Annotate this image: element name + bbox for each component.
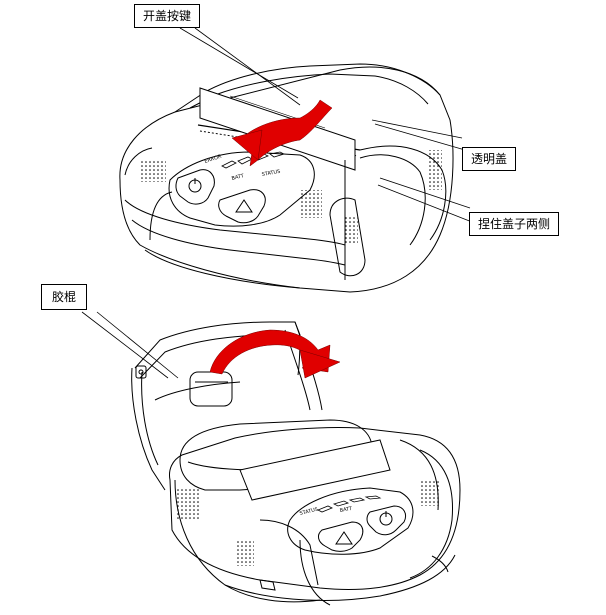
open-arrow-top xyxy=(231,99,333,167)
printer-open: STATUS BATT xyxy=(131,321,461,606)
callout-transparent-cover: 透明盖 xyxy=(462,147,517,171)
svg-text:STATUS: STATUS xyxy=(261,169,281,178)
leader-lines-top xyxy=(179,27,473,223)
svg-text:BATT: BATT xyxy=(231,173,245,182)
leader-lines-bottom xyxy=(81,311,179,379)
callout-pinch-sides: 捏住盖子两侧 xyxy=(469,212,560,236)
svg-text:BATT: BATT xyxy=(339,506,353,514)
svg-text:STATUS: STATUS xyxy=(299,507,319,517)
open-arrow-bottom xyxy=(209,329,341,379)
svg-text:ERROR: ERROR xyxy=(204,154,223,165)
callout-open-button: 开盖按键 xyxy=(134,4,201,28)
callout-roller: 胶棍 xyxy=(41,284,88,310)
printer-closed: ERROR BATT STATUS xyxy=(119,63,454,293)
